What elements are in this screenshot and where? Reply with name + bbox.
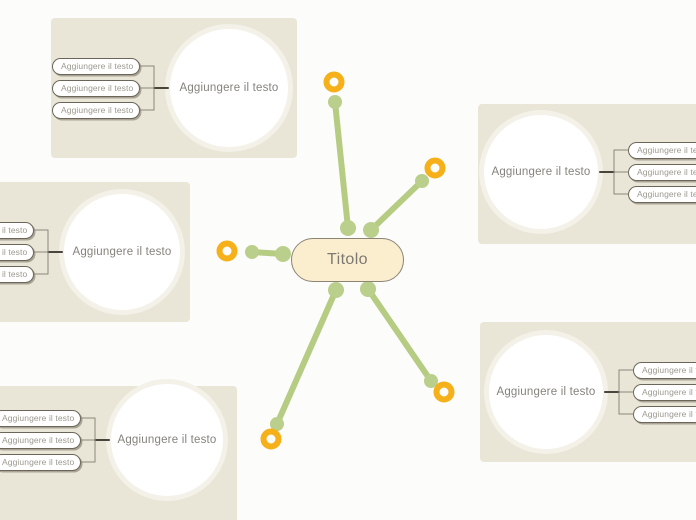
topic-circle-label: Aggiungere il testo — [117, 434, 217, 446]
branch-line — [332, 99, 351, 231]
topic-child-pill-label: Aggiungere il testo — [642, 387, 696, 397]
topic-child-pill-label: Aggiungere il testo — [61, 61, 134, 71]
branch-inner-dot[interactable] — [328, 282, 344, 298]
topic-circle-label: Aggiungere il testo — [496, 386, 596, 398]
topic-child-pill[interactable]: Aggiungere il testo — [52, 101, 140, 119]
topic-child-pill-label: Aggiungere il testo — [61, 83, 134, 93]
topic-child-pill[interactable]: Aggiungere il testo — [0, 409, 81, 427]
root-node-label: Titolo — [327, 251, 368, 268]
topic-circle[interactable]: Aggiungere il testo — [170, 29, 288, 147]
topic-circle[interactable]: Aggiungere il testo — [489, 335, 603, 449]
root-node[interactable]: Titolo — [291, 238, 404, 282]
topic-child-pill[interactable]: Aggiungere il testo — [52, 57, 140, 75]
topic-child-pill[interactable]: Aggiungere il testo — [633, 383, 696, 401]
branch-inner-dot[interactable] — [275, 246, 291, 262]
add-branch-ring-icon[interactable] — [424, 157, 446, 179]
topic-circle-label: Aggiungere il testo — [72, 246, 172, 258]
branch-line — [368, 178, 425, 233]
topic-child-pill[interactable]: Aggiungere il testo — [0, 243, 34, 261]
branch-line — [249, 249, 286, 257]
topic-child-pill[interactable]: Aggiungere il testo — [633, 405, 696, 423]
topic-child-pill-label: Aggiungere il testo — [637, 145, 696, 155]
add-branch-ring-icon[interactable] — [433, 381, 455, 403]
branch-outer-dot[interactable] — [328, 95, 342, 109]
topic-child-pill-label: Aggiungere il testo — [61, 105, 134, 115]
topic-circle[interactable]: Aggiungere il testo — [64, 194, 180, 310]
topic-child-pill-label: Aggiungere il testo — [642, 409, 696, 419]
branch-line — [274, 287, 339, 427]
topic-child-pill-label: Aggiungere il testo — [2, 435, 75, 445]
topic-child-pill[interactable]: Aggiungere il testo — [628, 163, 696, 181]
topic-child-pill-label: Aggiungere il testo — [2, 413, 75, 423]
topic-child-pill-label: Aggiungere il testo — [0, 269, 28, 279]
topic-circle-label: Aggiungere il testo — [179, 82, 279, 94]
add-branch-ring-icon[interactable] — [323, 71, 345, 93]
topic-child-pill[interactable]: Aggiungere il testo — [0, 431, 81, 449]
topic-circle-label: Aggiungere il testo — [491, 166, 591, 178]
topic-child-pill-label: Aggiungere il testo — [2, 457, 75, 467]
branch-outer-dot[interactable] — [424, 374, 438, 388]
add-branch-ring-icon[interactable] — [216, 240, 238, 262]
topic-child-pill[interactable]: Aggiungere il testo — [52, 79, 140, 97]
branch-outer-dot[interactable] — [270, 417, 284, 431]
topic-circle[interactable]: Aggiungere il testo — [111, 384, 223, 496]
topic-child-pill[interactable]: Aggiungere il testo — [0, 453, 81, 471]
topic-child-pill-label: Aggiungere il testo — [637, 189, 696, 199]
topic-child-pill-label: Aggiungere il testo — [637, 167, 696, 177]
topic-child-pill-label: Aggiungere il testo — [0, 247, 28, 257]
topic-child-pill[interactable]: Aggiungere il testo — [0, 221, 34, 239]
topic-child-pill[interactable]: Aggiungere il testo — [628, 141, 696, 159]
branch-outer-dot[interactable] — [245, 245, 259, 259]
topic-child-pill[interactable]: Aggiungere il testo — [628, 185, 696, 203]
branch-outer-dot[interactable] — [415, 174, 429, 188]
topic-circle[interactable]: Aggiungere il testo — [484, 115, 598, 229]
topic-child-pill-label: Aggiungere il testo — [642, 365, 696, 375]
branch-inner-dot[interactable] — [340, 220, 356, 236]
topic-child-pill[interactable]: Aggiungere il testo — [0, 265, 34, 283]
branch-line — [365, 286, 434, 384]
branch-inner-dot[interactable] — [363, 222, 379, 238]
branch-inner-dot[interactable] — [360, 281, 376, 297]
topic-child-pill[interactable]: Aggiungere il testo — [633, 361, 696, 379]
topic-child-pill-label: Aggiungere il testo — [0, 225, 28, 235]
add-branch-ring-icon[interactable] — [260, 428, 282, 450]
